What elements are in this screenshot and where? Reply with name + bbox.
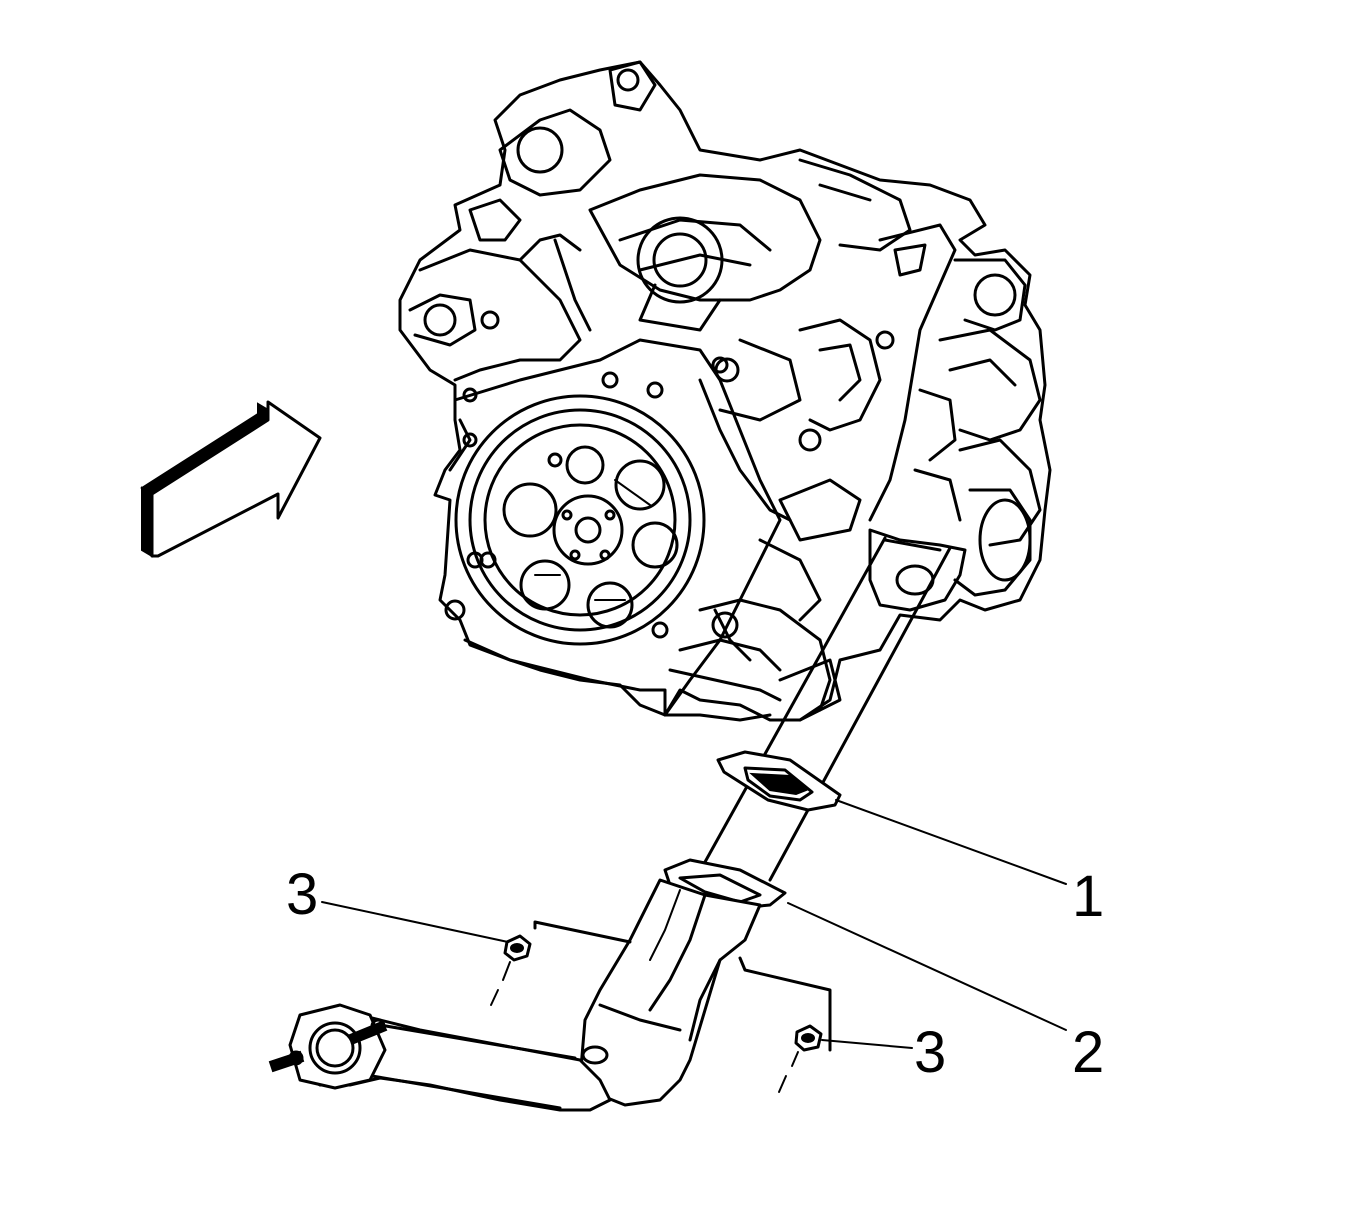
callout-3-left: 3: [286, 862, 318, 927]
direction-arrow: [140, 400, 322, 558]
flexplate: [454, 394, 706, 646]
gasket: [716, 750, 842, 812]
alignment-lines: [703, 536, 952, 882]
nut-left: [490, 934, 532, 1006]
callout-1: 1: [1072, 864, 1104, 929]
catalytic-converter: [268, 858, 832, 1112]
leader-lines: [321, 799, 1067, 1049]
callout-2: 2: [1072, 1020, 1104, 1085]
callout-3-right: 3: [914, 1020, 946, 1085]
nut-right: [778, 1024, 823, 1093]
engine-assembly: [398, 60, 1052, 722]
